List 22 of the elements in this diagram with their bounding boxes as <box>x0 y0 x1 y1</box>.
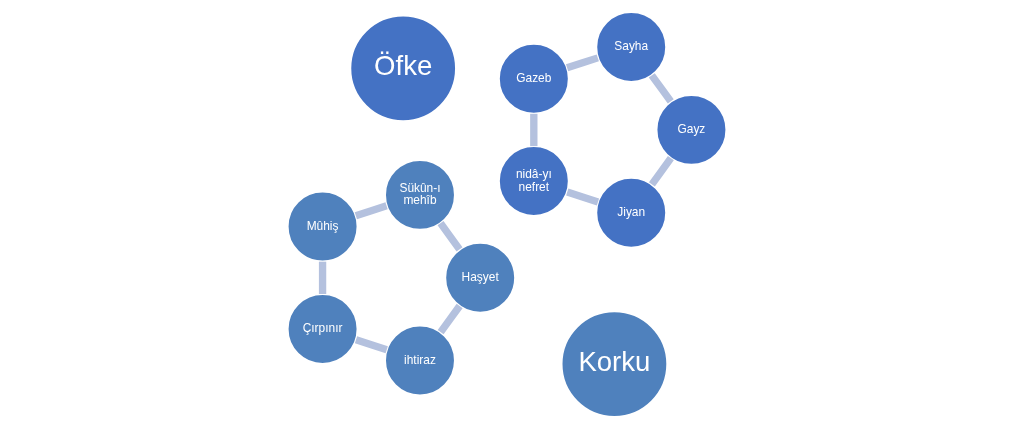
connector <box>354 202 388 220</box>
connector <box>566 188 600 206</box>
node-circle: Öfke <box>349 14 457 123</box>
node-circle: nidâ-yı nefret <box>498 145 570 217</box>
node-circle: Sayha <box>595 11 668 83</box>
node-circle: ihtiraz <box>384 324 456 397</box>
connector <box>437 303 463 335</box>
connector <box>437 221 463 252</box>
connector <box>648 156 674 187</box>
connector <box>565 54 599 72</box>
node-circle: Haşyet <box>444 241 516 314</box>
node-circle: Gazeb <box>498 42 570 115</box>
connector <box>530 113 538 147</box>
node-circle: Korku <box>560 310 669 418</box>
node-circle: Sükûn-ı mehîb <box>384 159 456 231</box>
connector <box>354 336 388 354</box>
node-circle: Çırpınır <box>286 293 359 365</box>
connector <box>318 261 327 294</box>
node-circle: Mûhiş <box>286 190 359 263</box>
node-circle: Gayz <box>655 94 728 166</box>
connector <box>648 73 674 104</box>
node-circle: Jiyan <box>595 176 668 249</box>
